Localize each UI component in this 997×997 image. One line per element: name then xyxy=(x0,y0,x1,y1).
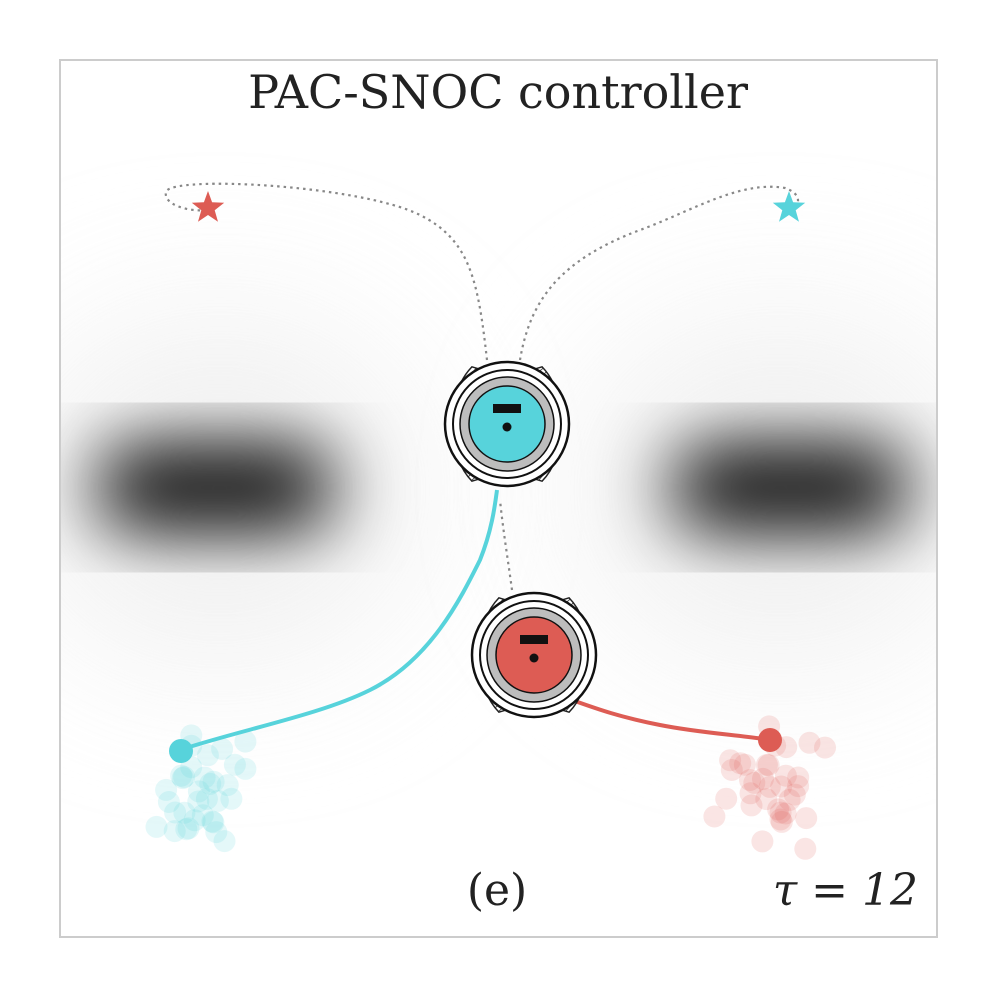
executed-path-red xyxy=(571,698,771,742)
panel-label: (e) xyxy=(467,865,527,916)
initial-sample-point xyxy=(171,767,194,790)
initial-sample-point xyxy=(164,801,187,824)
figure-title: PAC-SNOC controller xyxy=(248,65,748,119)
planned-path-cyan xyxy=(518,185,800,361)
initial-sample-point xyxy=(170,764,193,787)
initial-sample-point xyxy=(157,791,180,813)
initial-sample-point xyxy=(196,744,219,767)
initial-sample-point xyxy=(213,830,236,853)
initial-cloud-red xyxy=(703,715,836,860)
star-icon xyxy=(772,191,806,222)
initial-sample-point xyxy=(187,780,210,803)
initial-sample-point xyxy=(234,757,257,780)
initial-sample-point xyxy=(795,807,818,830)
initial-sample-point xyxy=(729,752,752,775)
initial-sample-point xyxy=(173,801,196,824)
obstacle-left xyxy=(95,445,335,530)
initial-sample-point xyxy=(234,730,257,753)
initial-sample-point xyxy=(202,770,225,793)
initial-sample-point xyxy=(758,775,781,798)
robot-sensor xyxy=(493,404,521,413)
initial-sample-point xyxy=(205,821,228,844)
initial-sample-point xyxy=(187,790,210,813)
initial-sample-point xyxy=(719,749,742,772)
executed-path-cyan xyxy=(179,489,499,752)
initial-sample-point xyxy=(774,764,797,787)
initial-sample-point xyxy=(199,772,222,795)
initial-sample-point xyxy=(173,766,196,788)
star-icon xyxy=(191,191,225,222)
initial-sample-point xyxy=(770,775,793,798)
initial-sample-point xyxy=(183,809,206,832)
robot-center-dot xyxy=(529,653,539,663)
initial-sample-point xyxy=(216,774,239,797)
initial-sample-point xyxy=(155,778,178,801)
initial-sample-point xyxy=(769,801,792,824)
robot-center-dot xyxy=(502,422,512,432)
initial-sample-point xyxy=(740,794,763,817)
initial-sample-point xyxy=(814,736,836,759)
initial-sample-point xyxy=(191,804,214,827)
initial-sample-point xyxy=(739,769,761,791)
initial-sample-point xyxy=(770,810,793,833)
initial-sample-point xyxy=(220,787,243,810)
start-dot-cyan xyxy=(169,739,193,763)
robot-sensor xyxy=(520,635,548,644)
initial-sample-point xyxy=(163,820,186,843)
robot-cyan xyxy=(443,360,571,488)
initial-sample-point xyxy=(755,753,778,776)
initial-sample-point xyxy=(787,775,810,798)
initial-sample-point xyxy=(769,808,792,831)
initial-sample-point xyxy=(743,771,766,794)
initial-sample-point xyxy=(774,802,797,825)
plot-frame xyxy=(59,59,938,938)
initial-cloud-cyan xyxy=(145,724,257,853)
initial-sample-point xyxy=(223,753,246,776)
robot-red xyxy=(470,591,598,719)
initial-sample-point xyxy=(755,788,778,811)
obstacle-right xyxy=(670,445,910,530)
initial-sample-point xyxy=(783,783,806,806)
initial-sample-point xyxy=(703,805,726,828)
initial-sample-point xyxy=(175,818,198,841)
initial-sample-point xyxy=(751,830,774,853)
initial-sample-point xyxy=(720,759,743,781)
initial-sample-point xyxy=(794,837,817,860)
initial-sample-point xyxy=(733,753,756,776)
initial-sample-point xyxy=(715,787,738,810)
initial-sample-point xyxy=(202,811,225,834)
initial-sample-point xyxy=(752,767,774,790)
initial-sample-point xyxy=(767,798,790,821)
initial-sample-point xyxy=(206,789,229,812)
initial-sample-point xyxy=(778,788,801,811)
initial-sample-point xyxy=(211,738,234,760)
obstacle-field xyxy=(60,320,937,660)
initial-sample-point xyxy=(145,815,168,838)
initial-sample-point xyxy=(201,810,224,833)
initial-sample-point xyxy=(739,782,762,805)
initial-sample-point xyxy=(177,817,200,840)
initial-sample-point xyxy=(787,766,810,789)
initial-sample-point xyxy=(798,731,821,754)
initial-sample-point xyxy=(195,787,218,810)
initial-sample-point xyxy=(193,766,216,789)
time-label: τ = 12 xyxy=(773,865,918,916)
initial-sample-point xyxy=(757,754,780,777)
start-dot-red xyxy=(758,728,782,752)
